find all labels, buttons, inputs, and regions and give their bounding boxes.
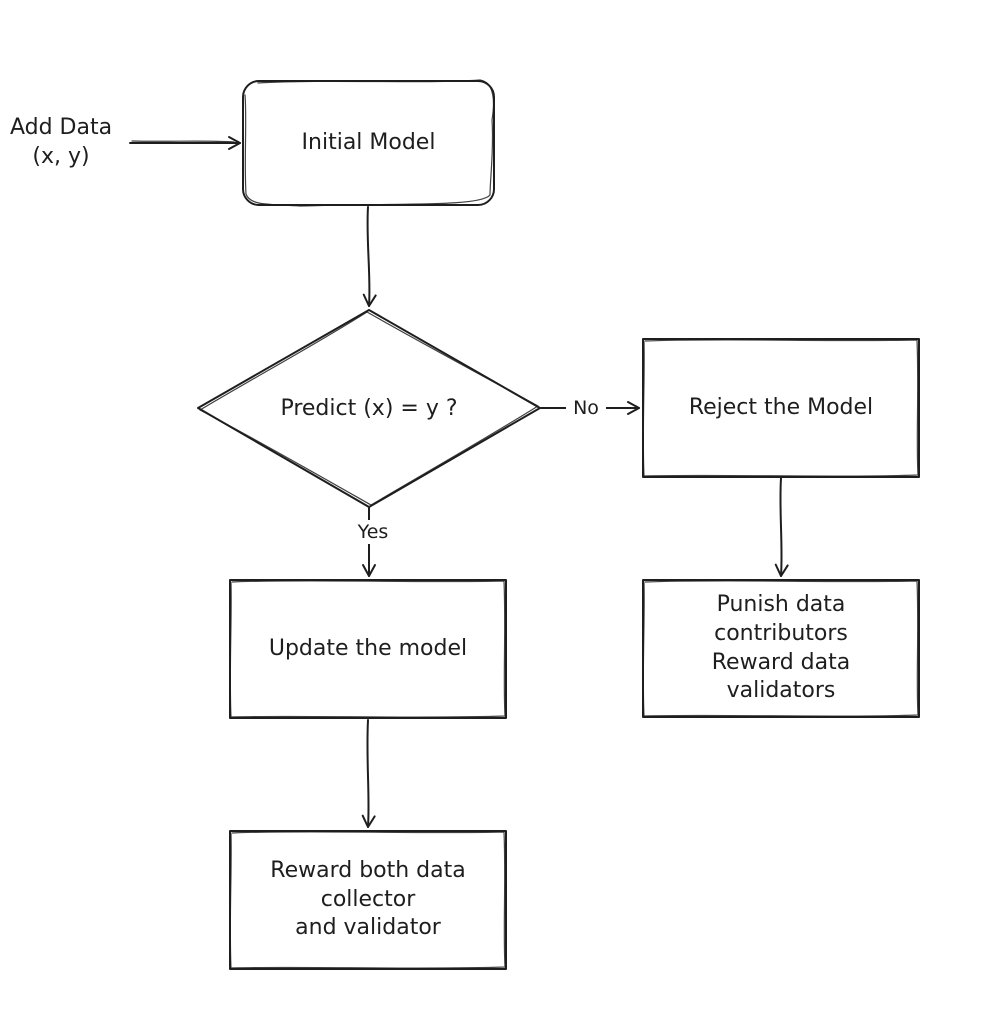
- update-box: [229, 579, 507, 719]
- reject-label: Reject the Model: [688, 394, 874, 420]
- update-label: Update the model: [268, 635, 468, 661]
- initial-model-label: Initial Model: [301, 129, 436, 155]
- arrow-input-to-initial-model: [129, 136, 241, 150]
- initial-model-box: [242, 79, 495, 207]
- arrow-update-to-reward-both: [361, 719, 376, 828]
- decision-label: Predict (x) = y ?: [280, 395, 458, 421]
- reward-both-label: Reward both data collector and validator: [270, 858, 466, 941]
- edge-label-yes: Yes: [349, 520, 397, 544]
- arrow-initial-model-to-decision: [362, 206, 377, 307]
- edge-label-no: No: [566, 396, 606, 420]
- reject-box: [642, 338, 920, 478]
- punish-box: [642, 579, 920, 718]
- arrow-reject-to-punish: [774, 477, 789, 577]
- punish-label: Punish data contributors Reward data val…: [711, 592, 851, 704]
- reward-both-box: [229, 830, 507, 970]
- add-data-input-label: Add Data (x, y): [9, 115, 113, 169]
